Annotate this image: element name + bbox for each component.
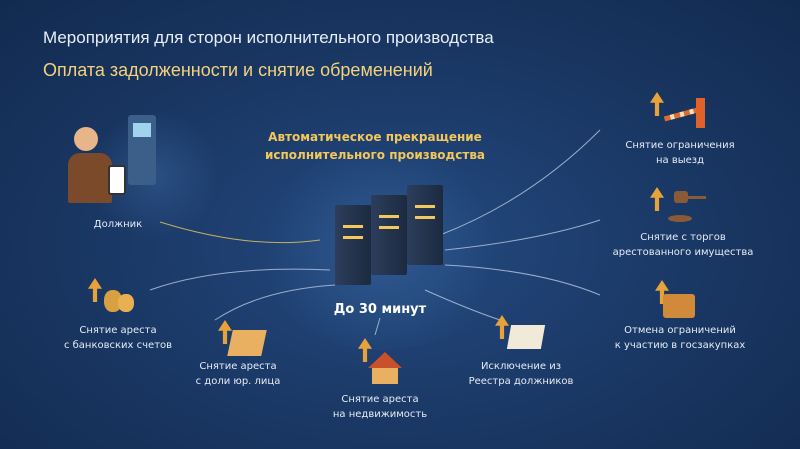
arrow-procurement <box>444 264 601 296</box>
house-icon <box>358 338 406 388</box>
server-icon <box>335 185 445 290</box>
arrow-debtor <box>159 221 321 244</box>
center-heading: Автоматическое прекращение исполнительног… <box>215 128 535 164</box>
debtor-label: Должник <box>93 219 143 230</box>
arrow-share <box>214 284 336 321</box>
processing-time: До 30 минут <box>333 302 427 317</box>
page-subtitle: Оплата задолженности и снятие обременени… <box>43 60 433 80</box>
coins-icon <box>88 278 138 316</box>
gavel-icon <box>650 187 710 227</box>
barrier-icon <box>650 92 710 132</box>
briefcase-icon <box>655 280 700 322</box>
arrow-registry <box>424 289 501 321</box>
arrow-bank <box>149 268 331 291</box>
arrow-exit <box>439 129 601 236</box>
debtor-figure <box>68 115 163 215</box>
heading-line2: исполнительного производства <box>264 148 486 162</box>
atm-icon <box>128 115 156 185</box>
arrow-realty <box>374 317 381 336</box>
heading-line1: Автоматическое прекращение <box>268 130 482 144</box>
arrow-auction <box>444 219 601 251</box>
folder-icon <box>218 320 268 360</box>
page-title: Мероприятия для сторон исполнительного п… <box>43 28 494 47</box>
person-icon <box>74 127 98 151</box>
document-icon <box>495 315 550 353</box>
phone-icon <box>108 165 126 195</box>
